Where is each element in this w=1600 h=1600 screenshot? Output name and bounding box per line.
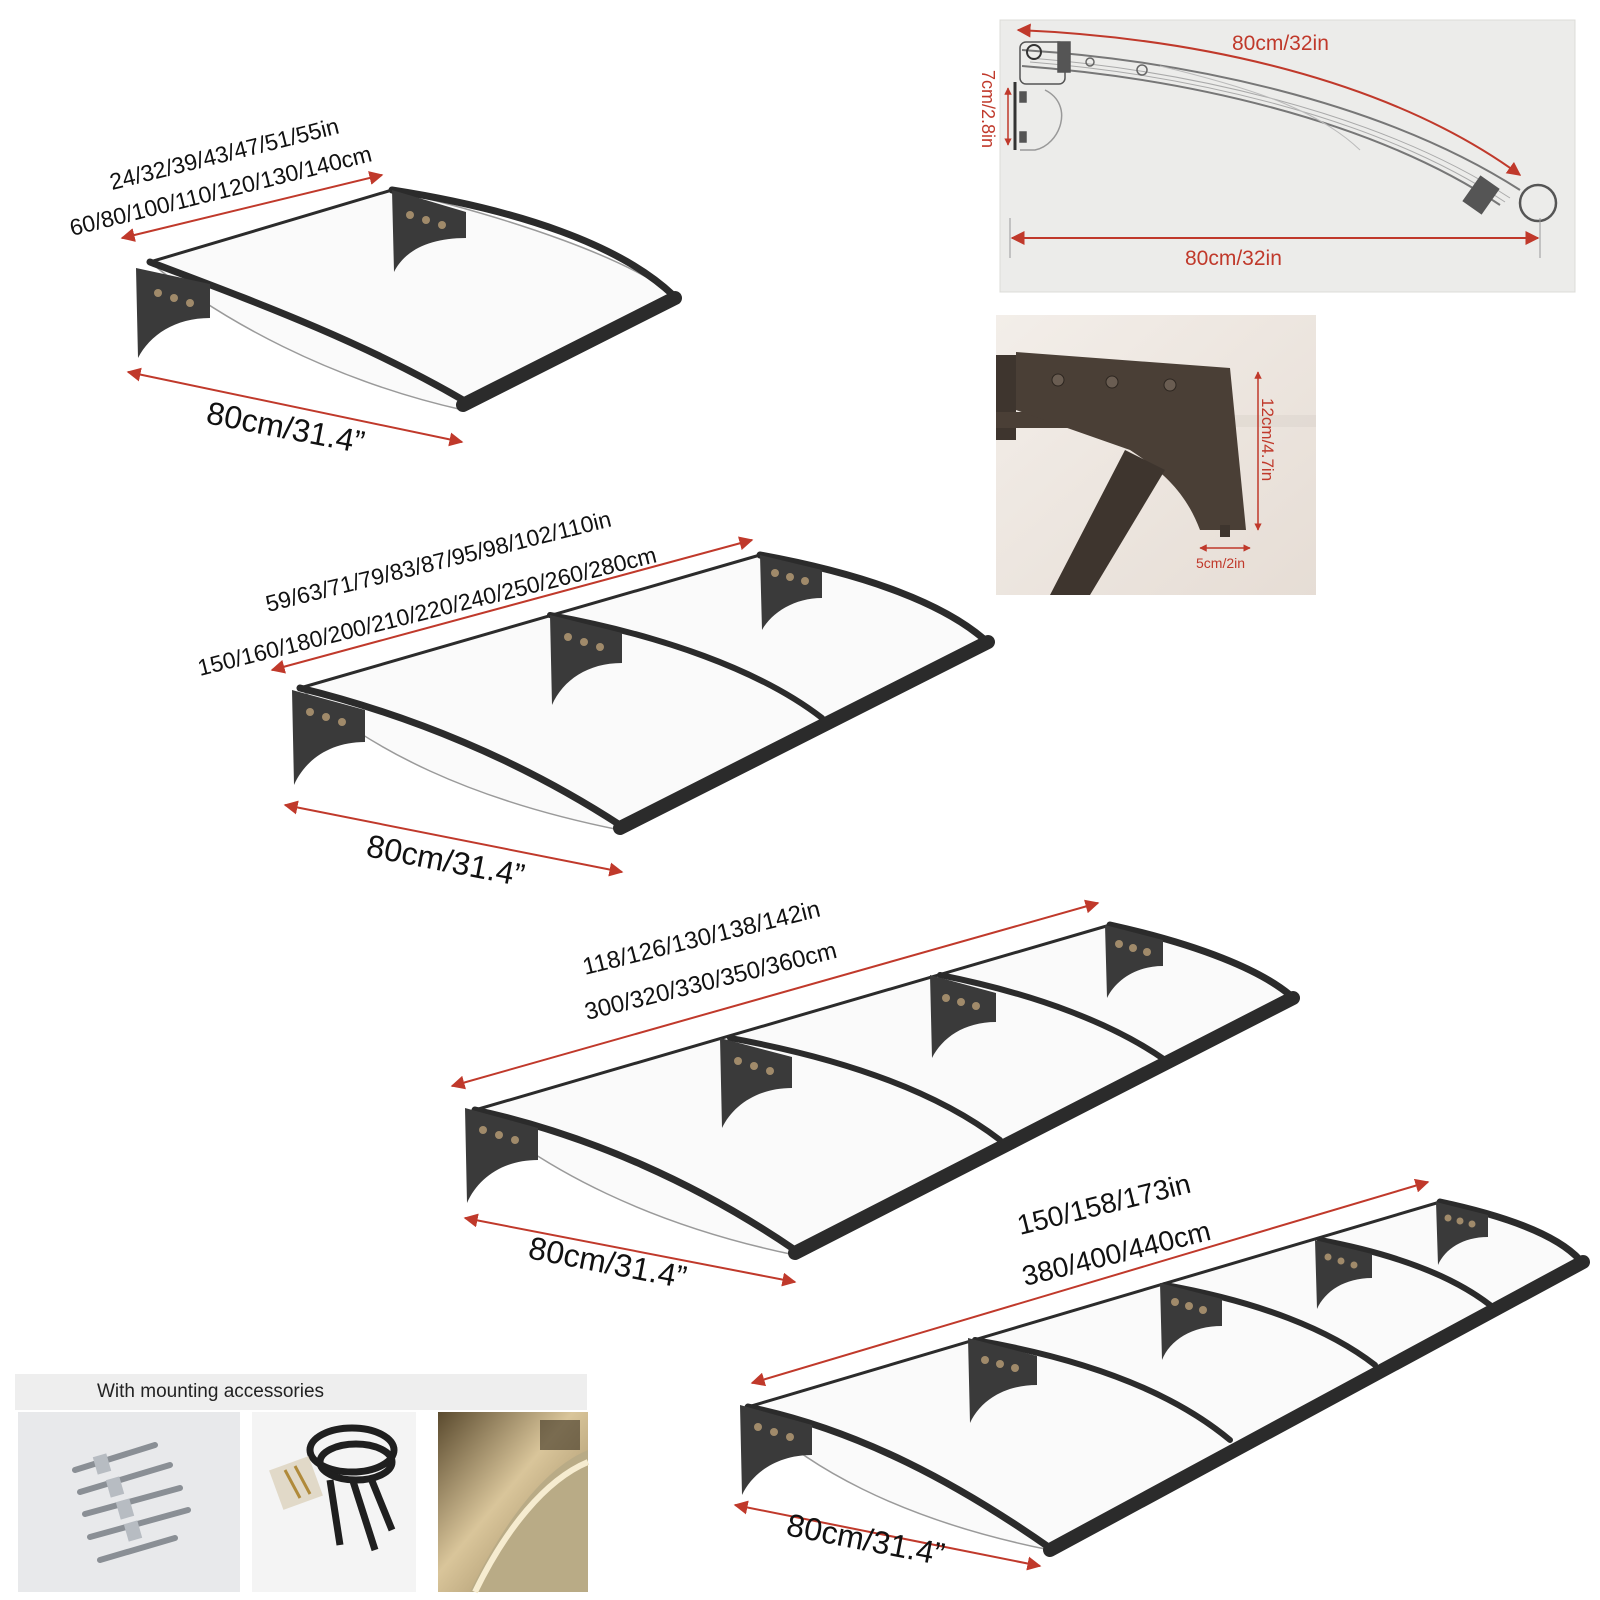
accessory-photos xyxy=(18,1412,590,1594)
depth-label: 80cm/31.4” xyxy=(526,1230,690,1296)
canopy-1: 24/32/39/43/47/51/55in 60/80/100/110/120… xyxy=(67,113,682,460)
depth-arrow xyxy=(283,800,624,877)
length-arrow xyxy=(750,1178,1430,1387)
depth-label: 80cm/32in xyxy=(1185,247,1282,270)
depth-arrow xyxy=(463,1213,797,1287)
seal-strip-photo xyxy=(252,1412,416,1592)
height-label: 7cm/2.8in xyxy=(978,70,998,148)
depth-label: 80cm/31.4” xyxy=(784,1507,948,1573)
arc-length-label: 80cm/32in xyxy=(1232,32,1329,55)
canopy-frame xyxy=(296,551,995,835)
canopy-4: 150/158/173in 380/400/440cm 80cm/31.4” xyxy=(733,1168,1590,1573)
side-profile-diagram: 80cm/32in 80cm/32in 7cm/2.8in xyxy=(978,19,1576,293)
bracket-height-label: 12cm/4.7in xyxy=(1258,398,1277,481)
gutter-profile-photo xyxy=(438,1412,590,1594)
accessories-title: With mounting accessories xyxy=(15,1374,587,1410)
bolts-photo xyxy=(18,1412,240,1592)
depth-arrow xyxy=(733,1500,1042,1571)
length-arrow xyxy=(450,899,1100,1090)
length-arrow xyxy=(120,171,384,242)
length-arrow xyxy=(270,536,754,674)
depth-arrow xyxy=(126,367,464,447)
arc-length-arrow xyxy=(1016,23,1522,176)
bracket-width-label: 5cm/2in xyxy=(1196,555,1245,571)
bracket-photo: 12cm/4.7in 5cm/2in xyxy=(996,315,1316,595)
canopy-2: 59/63/71/79/83/87/95/98/102/110in 150/16… xyxy=(195,506,995,893)
wall-bracket xyxy=(136,190,466,358)
